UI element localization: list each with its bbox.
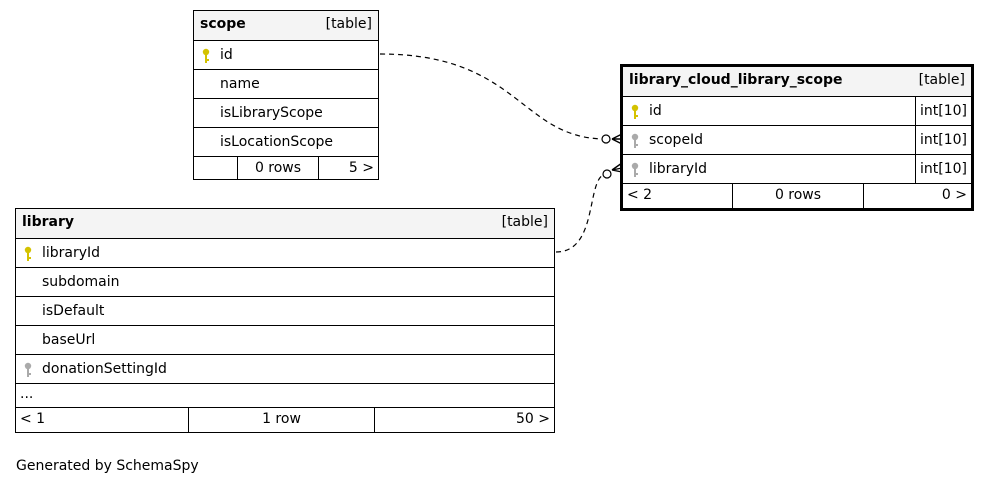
footer-parents[interactable] xyxy=(194,157,237,179)
edge-scope-to-library-cloud-library-scope xyxy=(379,53,607,140)
column-name: isDefault xyxy=(42,303,105,319)
footer-row-count: 1 row xyxy=(188,408,374,432)
table-kind: [table] xyxy=(501,214,548,230)
edge-optional-marker xyxy=(602,169,612,179)
table-footer: 0 rows 5 > xyxy=(194,157,378,179)
table-footer: < 1 1 row 50 > xyxy=(16,408,554,432)
column-type: int[10] xyxy=(915,97,971,125)
more-columns-ellipsis: ... xyxy=(20,386,34,402)
table-name: library_cloud_library_scope xyxy=(629,72,843,88)
table-footer: < 2 0 rows 0 > xyxy=(623,184,971,208)
table-name: scope xyxy=(200,16,246,32)
column-name: libraryId xyxy=(42,245,101,261)
edge-library-to-library-cloud-library-scope xyxy=(555,173,608,253)
more-columns-row[interactable]: ... xyxy=(16,384,554,408)
column-name: baseUrl xyxy=(42,332,96,348)
column-row-islocationscope[interactable]: isLocationScope xyxy=(194,128,378,157)
table-library[interactable]: library [table] libraryId subdomain isDe… xyxy=(15,208,555,433)
generated-by-credit: Generated by SchemaSpy xyxy=(16,458,199,474)
footer-children[interactable]: 50 > xyxy=(374,408,554,432)
column-row-scopeid[interactable]: scopeId int[10] xyxy=(623,126,971,155)
edge-optional-marker xyxy=(601,134,611,144)
table-kind: [table] xyxy=(325,16,372,32)
footer-parents[interactable]: < 2 xyxy=(627,187,653,203)
table-library-cloud-library-scope[interactable]: library_cloud_library_scope [table] id i… xyxy=(620,64,974,211)
footer-children[interactable]: 5 > xyxy=(318,157,378,179)
column-name: id xyxy=(220,47,233,63)
column-type: int[10] xyxy=(915,126,971,154)
primary-key-icon xyxy=(202,48,210,63)
table-header: scope [table] xyxy=(194,11,378,41)
column-name: isLibraryScope xyxy=(220,105,323,121)
footer-parents[interactable]: < 1 xyxy=(20,411,46,427)
column-row-isdefault[interactable]: isDefault xyxy=(16,297,554,326)
table-kind: [table] xyxy=(918,72,965,88)
column-name: libraryId xyxy=(649,161,708,177)
column-row-subdomain[interactable]: subdomain xyxy=(16,268,554,297)
column-row-islibraryscope[interactable]: isLibraryScope xyxy=(194,99,378,128)
column-row-id[interactable]: id xyxy=(194,41,378,70)
primary-key-icon xyxy=(631,104,639,119)
column-name: subdomain xyxy=(42,274,120,290)
column-row-donationsettingid[interactable]: donationSettingId xyxy=(16,355,554,384)
column-name: name xyxy=(220,76,260,92)
column-row-libraryid[interactable]: libraryId xyxy=(16,239,554,268)
foreign-key-icon xyxy=(631,133,639,148)
primary-key-icon xyxy=(24,246,32,261)
table-scope[interactable]: scope [table] id name isLibraryScope isL… xyxy=(193,10,379,180)
column-name: donationSettingId xyxy=(42,361,167,377)
foreign-key-icon xyxy=(24,362,32,377)
column-name: scopeId xyxy=(649,132,704,148)
table-header: library_cloud_library_scope [table] xyxy=(623,67,971,97)
column-row-id[interactable]: id int[10] xyxy=(623,97,971,126)
column-row-libraryid[interactable]: libraryId int[10] xyxy=(623,155,971,184)
footer-row-count: 0 rows xyxy=(732,184,863,208)
column-name: id xyxy=(649,103,662,119)
footer-row-count: 0 rows xyxy=(237,157,318,179)
column-type: int[10] xyxy=(915,155,971,183)
foreign-key-icon xyxy=(631,162,639,177)
table-header: library [table] xyxy=(16,209,554,239)
column-row-name[interactable]: name xyxy=(194,70,378,99)
table-name: library xyxy=(22,214,75,230)
column-row-baseurl[interactable]: baseUrl xyxy=(16,326,554,355)
footer-children[interactable]: 0 > xyxy=(863,184,971,208)
column-name: isLocationScope xyxy=(220,134,334,150)
